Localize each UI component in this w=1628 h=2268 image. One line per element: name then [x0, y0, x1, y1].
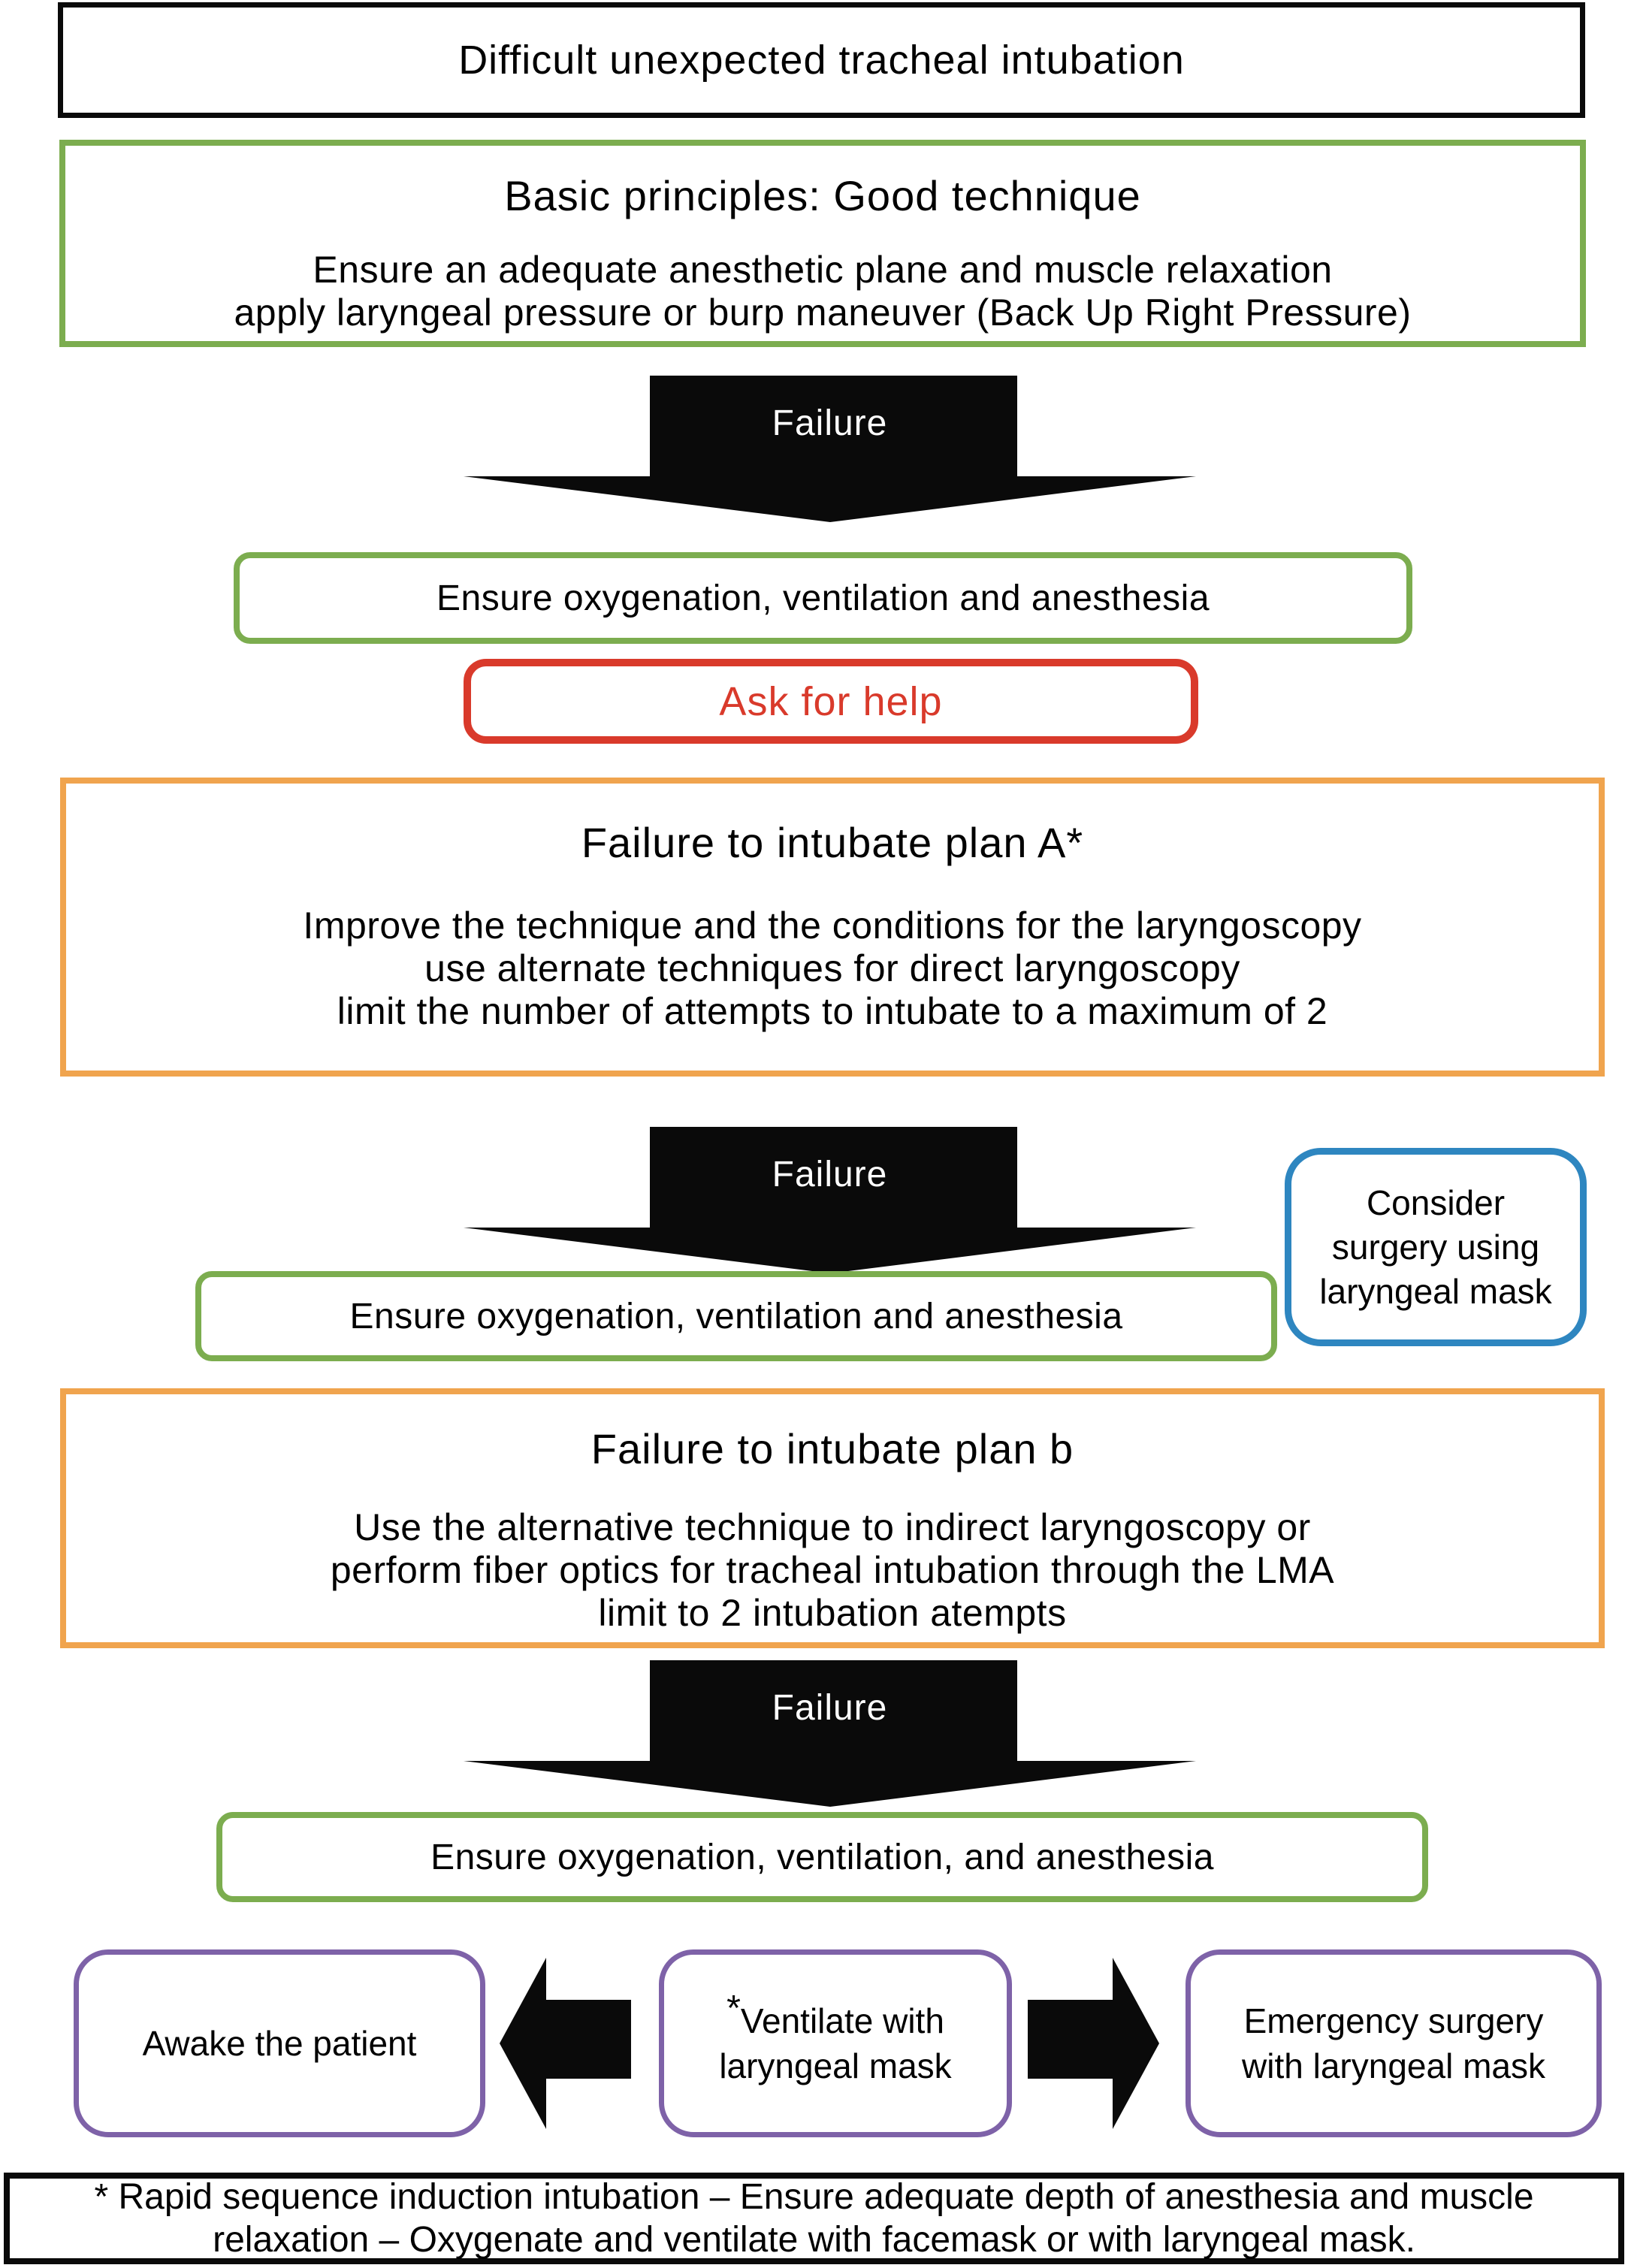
plan-a-line: use alternate techniques for direct lary… — [424, 947, 1240, 989]
down-arrow-icon — [464, 1660, 1196, 1807]
title-text: Difficult unexpected tracheal intubation — [458, 38, 1185, 83]
basic-principles-line: Ensure an adequate anesthetic plane and … — [313, 249, 1333, 291]
ventilate-mask-box: *Ventilate with laryngeal mask — [659, 1949, 1012, 2137]
basic-principles-line: apply laryngeal pressure or burp maneuve… — [234, 291, 1412, 334]
emergency-surgery-box: Emergency surgery with laryngeal mask — [1186, 1949, 1602, 2137]
ensure-text: Ensure oxygenation, ventilation, and ane… — [430, 1837, 1214, 1877]
emergency-surgery-text: Emergency surgery with laryngeal mask — [1242, 2001, 1545, 2085]
failure-label: Failure — [772, 1688, 888, 1728]
ensure-text: Ensure oxygenation, ventilation and anes… — [349, 1296, 1123, 1336]
footnote-box: * Rapid sequence induction intubation – … — [4, 2173, 1624, 2264]
plan-b-box: Failure to intubate plan b Use the alter… — [60, 1388, 1605, 1648]
failure-arrow-2: Failure — [464, 1127, 1196, 1273]
ask-for-help-text: Ask for help — [719, 678, 943, 724]
failure-label: Failure — [772, 403, 888, 443]
failure-label: Failure — [772, 1155, 888, 1194]
plan-b-line: limit to 2 intubation atempts — [598, 1592, 1067, 1634]
consider-surgery-box: Consider surgery using laryngeal mask — [1285, 1148, 1587, 1346]
failure-arrow-1: Failure — [464, 376, 1196, 522]
plan-a-line: limit the number of attempts to intubate… — [337, 990, 1328, 1032]
arrow-left-icon — [500, 1953, 631, 2134]
plan-b-line: perform fiber optics for tracheal intuba… — [330, 1549, 1335, 1591]
plan-b-heading: Failure to intubate plan b — [590, 1425, 1074, 1472]
ventilate-mask-text: *Ventilate with laryngeal mask — [719, 1988, 952, 2085]
awake-patient-box: Awake the patient — [74, 1949, 485, 2137]
basic-principles-box: Basic principles: Good technique Ensure … — [59, 140, 1586, 347]
footnote-text: * Rapid sequence induction intubation – … — [94, 2177, 1534, 2260]
ensure-text: Ensure oxygenation, ventilation and anes… — [436, 578, 1210, 618]
ensure-box-2: Ensure oxygenation, ventilation and anes… — [195, 1271, 1277, 1361]
plan-a-heading: Failure to intubate plan A* — [581, 819, 1084, 866]
asterisk-mark: * — [726, 1988, 741, 2029]
down-arrow-icon — [464, 376, 1196, 522]
failure-arrow-3: Failure — [464, 1660, 1196, 1807]
plan-b-line: Use the alternative technique to indirec… — [354, 1506, 1311, 1548]
basic-principles-heading: Basic principles: Good technique — [504, 172, 1141, 219]
arrow-right-icon — [1028, 1953, 1159, 2134]
title-box: Difficult unexpected tracheal intubation — [58, 2, 1585, 118]
ask-for-help-box: Ask for help — [464, 659, 1198, 744]
plan-a-box: Failure to intubate plan A* Improve the … — [60, 778, 1605, 1077]
consider-surgery-text: Consider surgery using laryngeal mask — [1319, 1182, 1552, 1311]
ensure-box-3: Ensure oxygenation, ventilation, and ane… — [216, 1812, 1428, 1902]
awake-patient-text: Awake the patient — [142, 2024, 417, 2063]
plan-a-line: Improve the technique and the conditions… — [303, 904, 1362, 947]
ensure-box-1: Ensure oxygenation, ventilation and anes… — [234, 552, 1412, 644]
down-arrow-icon — [464, 1127, 1196, 1273]
